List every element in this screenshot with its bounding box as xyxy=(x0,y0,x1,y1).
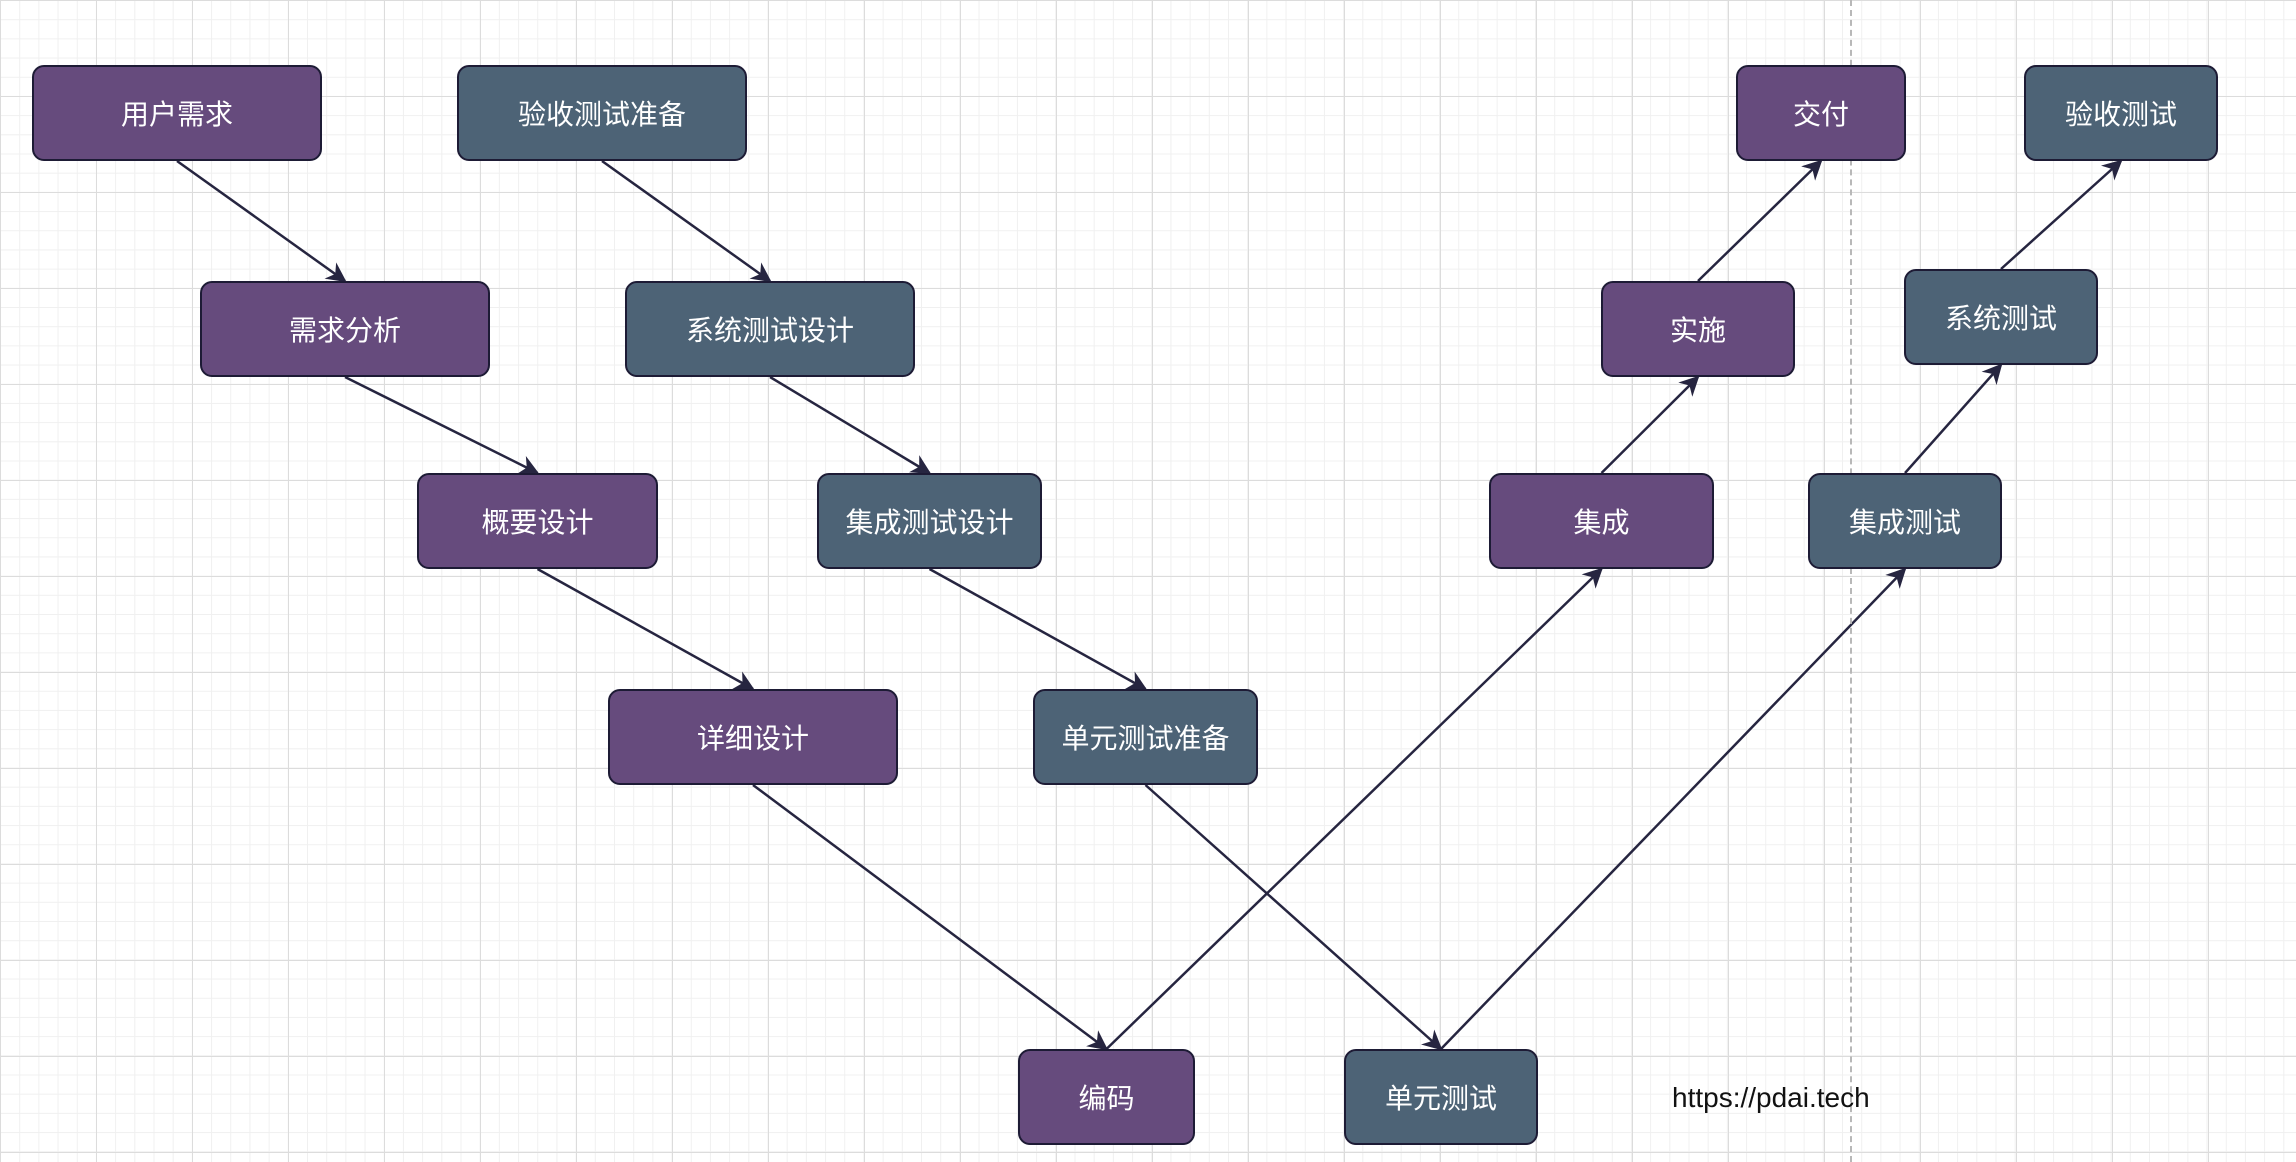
node-integration-test[interactable]: 集成测试 xyxy=(1808,473,2002,569)
edge-acceptance_test_prep-to-system_test_design xyxy=(601,159,772,283)
node-delivery[interactable]: 交付 xyxy=(1736,65,1906,161)
node-acceptance-test-prep[interactable]: 验收测试准备 xyxy=(457,65,747,161)
watermark-url: https://pdai.tech xyxy=(1672,1082,1870,1113)
edge-integration_test_design-to-unit_test_prep xyxy=(928,567,1148,691)
node-unit-test[interactable]: 单元测试 xyxy=(1344,1049,1538,1145)
node-unit-test-prep[interactable]: 单元测试准备 xyxy=(1033,689,1258,785)
edge-system_test-to-acceptance_test xyxy=(2000,159,2123,270)
edge-integration-to-implementation xyxy=(1600,375,1700,474)
edge-implementation-to-delivery xyxy=(1697,159,1823,282)
node-high-level-design[interactable]: 概要设计 xyxy=(417,473,658,569)
edge-coding-to-integration xyxy=(1105,567,1603,1050)
node-acceptance-test[interactable]: 验收测试 xyxy=(2024,65,2218,161)
node-integration-test-design[interactable]: 集成测试设计 xyxy=(817,473,1042,569)
edge-unit_test_prep-to-unit_test xyxy=(1144,784,1443,1051)
edge-requirements_analysis-to-high_level_design xyxy=(344,375,540,475)
edge-high_level_design-to-detailed_design xyxy=(536,567,755,691)
edge-unit_test-to-integration_test xyxy=(1440,567,1907,1050)
node-user-requirements[interactable]: 用户需求 xyxy=(32,65,322,161)
dashed-divider xyxy=(1850,0,1852,1162)
node-system-test[interactable]: 系统测试 xyxy=(1904,269,2098,365)
node-implementation[interactable]: 实施 xyxy=(1601,281,1795,377)
node-system-test-design[interactable]: 系统测试设计 xyxy=(625,281,915,377)
node-requirements-analysis[interactable]: 需求分析 xyxy=(200,281,490,377)
node-coding[interactable]: 编码 xyxy=(1018,1049,1195,1145)
edge-user_requirements-to-requirements_analysis xyxy=(176,159,347,283)
edge-detailed_design-to-coding xyxy=(752,783,1109,1051)
edge-system_test_design-to-integration_test_design xyxy=(769,375,932,475)
node-detailed-design[interactable]: 详细设计 xyxy=(608,689,898,785)
node-integration[interactable]: 集成 xyxy=(1489,473,1714,569)
edge-integration_test-to-system_test xyxy=(1904,363,2003,474)
